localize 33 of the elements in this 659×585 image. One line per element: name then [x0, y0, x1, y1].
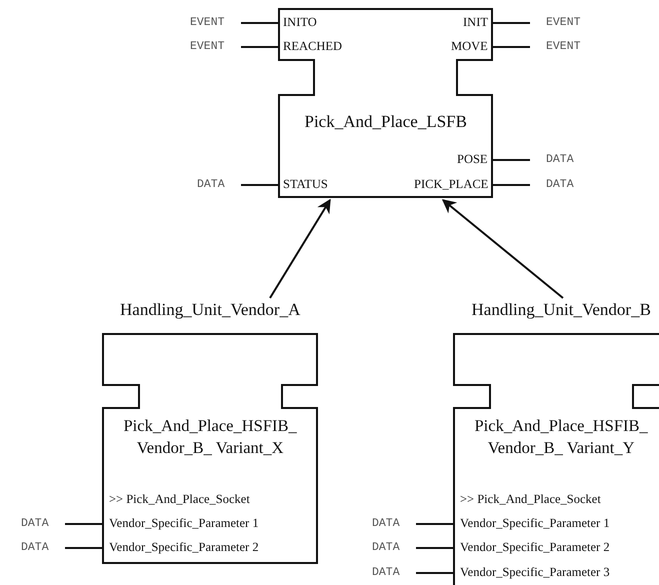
data-type-label: DATA [372, 518, 400, 530]
data-type-label: DATA [546, 154, 574, 166]
port-name: INIT [463, 16, 488, 30]
port-name: MOVE [451, 40, 488, 54]
port-name: Vendor_Specific_Parameter 2 [460, 541, 610, 555]
arrow [269, 198, 331, 299]
port-name: REACHED [283, 40, 342, 54]
port-name: POSE [457, 153, 488, 167]
port-name: >> Pick_And_Place_Socket [460, 493, 601, 507]
block-name: Pick_And_Place_HSFIB_ Vendor_B_ Variant_Y [474, 415, 648, 460]
port-name: Vendor_Specific_Parameter 3 [460, 566, 610, 580]
handling-unit-label: Handling_Unit_Vendor_A [120, 300, 300, 320]
data-type-label: DATA [197, 178, 225, 192]
data-type-label: DATA [21, 542, 49, 554]
block-name: Pick_And_Place_HSFIB_ Vendor_B_ Variant_X [124, 415, 297, 460]
data-type-label: EVENT [190, 40, 225, 54]
handling-unit-label: Handling_Unit_Vendor_B [472, 300, 651, 320]
port-name: >> Pick_And_Place_Socket [109, 493, 250, 507]
data-type-label: DATA [21, 518, 49, 530]
block-name: Pick_And_Place_LSFB [304, 112, 467, 132]
arrow [442, 199, 564, 299]
data-type-label: DATA [546, 178, 574, 192]
data-type-label: DATA [372, 542, 400, 554]
data-type-label: DATA [372, 566, 400, 580]
data-type-label: EVENT [546, 16, 581, 30]
port-name: Vendor_Specific_Parameter 1 [460, 517, 610, 531]
port-name: Vendor_Specific_Parameter 2 [109, 541, 259, 555]
port-name: PICK_PLACE [414, 178, 488, 192]
port-name: INITO [283, 16, 317, 30]
port-name: STATUS [283, 178, 328, 192]
data-type-label: EVENT [190, 16, 225, 30]
port-name: Vendor_Specific_Parameter 1 [109, 517, 259, 531]
data-type-label: EVENT [546, 40, 581, 54]
